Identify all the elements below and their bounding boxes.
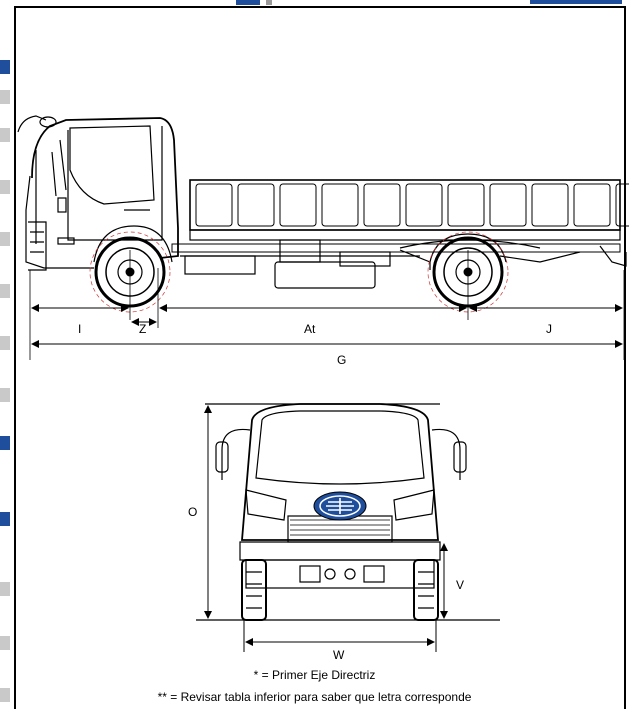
cargo-panel (615, 183, 629, 227)
strip-marker (0, 512, 10, 526)
grille-slats (290, 519, 390, 541)
cargo-panel (237, 183, 275, 227)
strip-marker (0, 232, 10, 246)
note-first-axle: * = Primer Eje Directriz (253, 668, 376, 682)
axle-center-lines (29, 250, 625, 360)
strip-marker (0, 180, 10, 194)
strip-marker (0, 90, 10, 104)
note-letter-table: ** = Revisar tabla inferior para saber q… (157, 690, 472, 704)
cargo-panel (447, 183, 485, 227)
cargo-panel (279, 183, 317, 227)
dimension-label-v: V (456, 578, 465, 592)
page-edge-strip (0, 0, 14, 707)
dimension-label-at: At (304, 322, 316, 336)
cargo-body-ribs (195, 183, 629, 227)
dimension-label-g: G (337, 353, 347, 367)
header-text-fragment (530, 0, 622, 4)
strip-marker (0, 636, 10, 650)
cargo-panel (573, 183, 611, 227)
cargo-panel (531, 183, 569, 227)
strip-marker (0, 688, 10, 702)
front-dimension-lines (204, 405, 448, 652)
strip-marker (0, 60, 10, 74)
faw-logo-icon (313, 491, 367, 521)
cargo-panel (405, 183, 443, 227)
cargo-panel (489, 183, 527, 227)
truck-side-view-icon (17, 115, 627, 289)
faw-header-logo-icon (236, 0, 272, 5)
drawing-frame (14, 6, 626, 709)
strip-marker (0, 436, 10, 450)
cargo-panel (195, 183, 233, 227)
dimension-label-z: Z (139, 322, 147, 336)
dimension-label-w: W (333, 648, 345, 662)
strip-marker (0, 336, 10, 350)
dimension-label-j: J (546, 322, 552, 336)
side-dimension-lines (31, 304, 623, 348)
cargo-panel (363, 183, 401, 227)
strip-marker (0, 128, 10, 142)
dimension-label-o: O (188, 505, 198, 519)
strip-marker (0, 388, 10, 402)
dimension-label-i: I (78, 322, 82, 336)
strip-marker (0, 582, 10, 596)
strip-marker (0, 284, 10, 298)
cargo-panel (321, 183, 359, 227)
